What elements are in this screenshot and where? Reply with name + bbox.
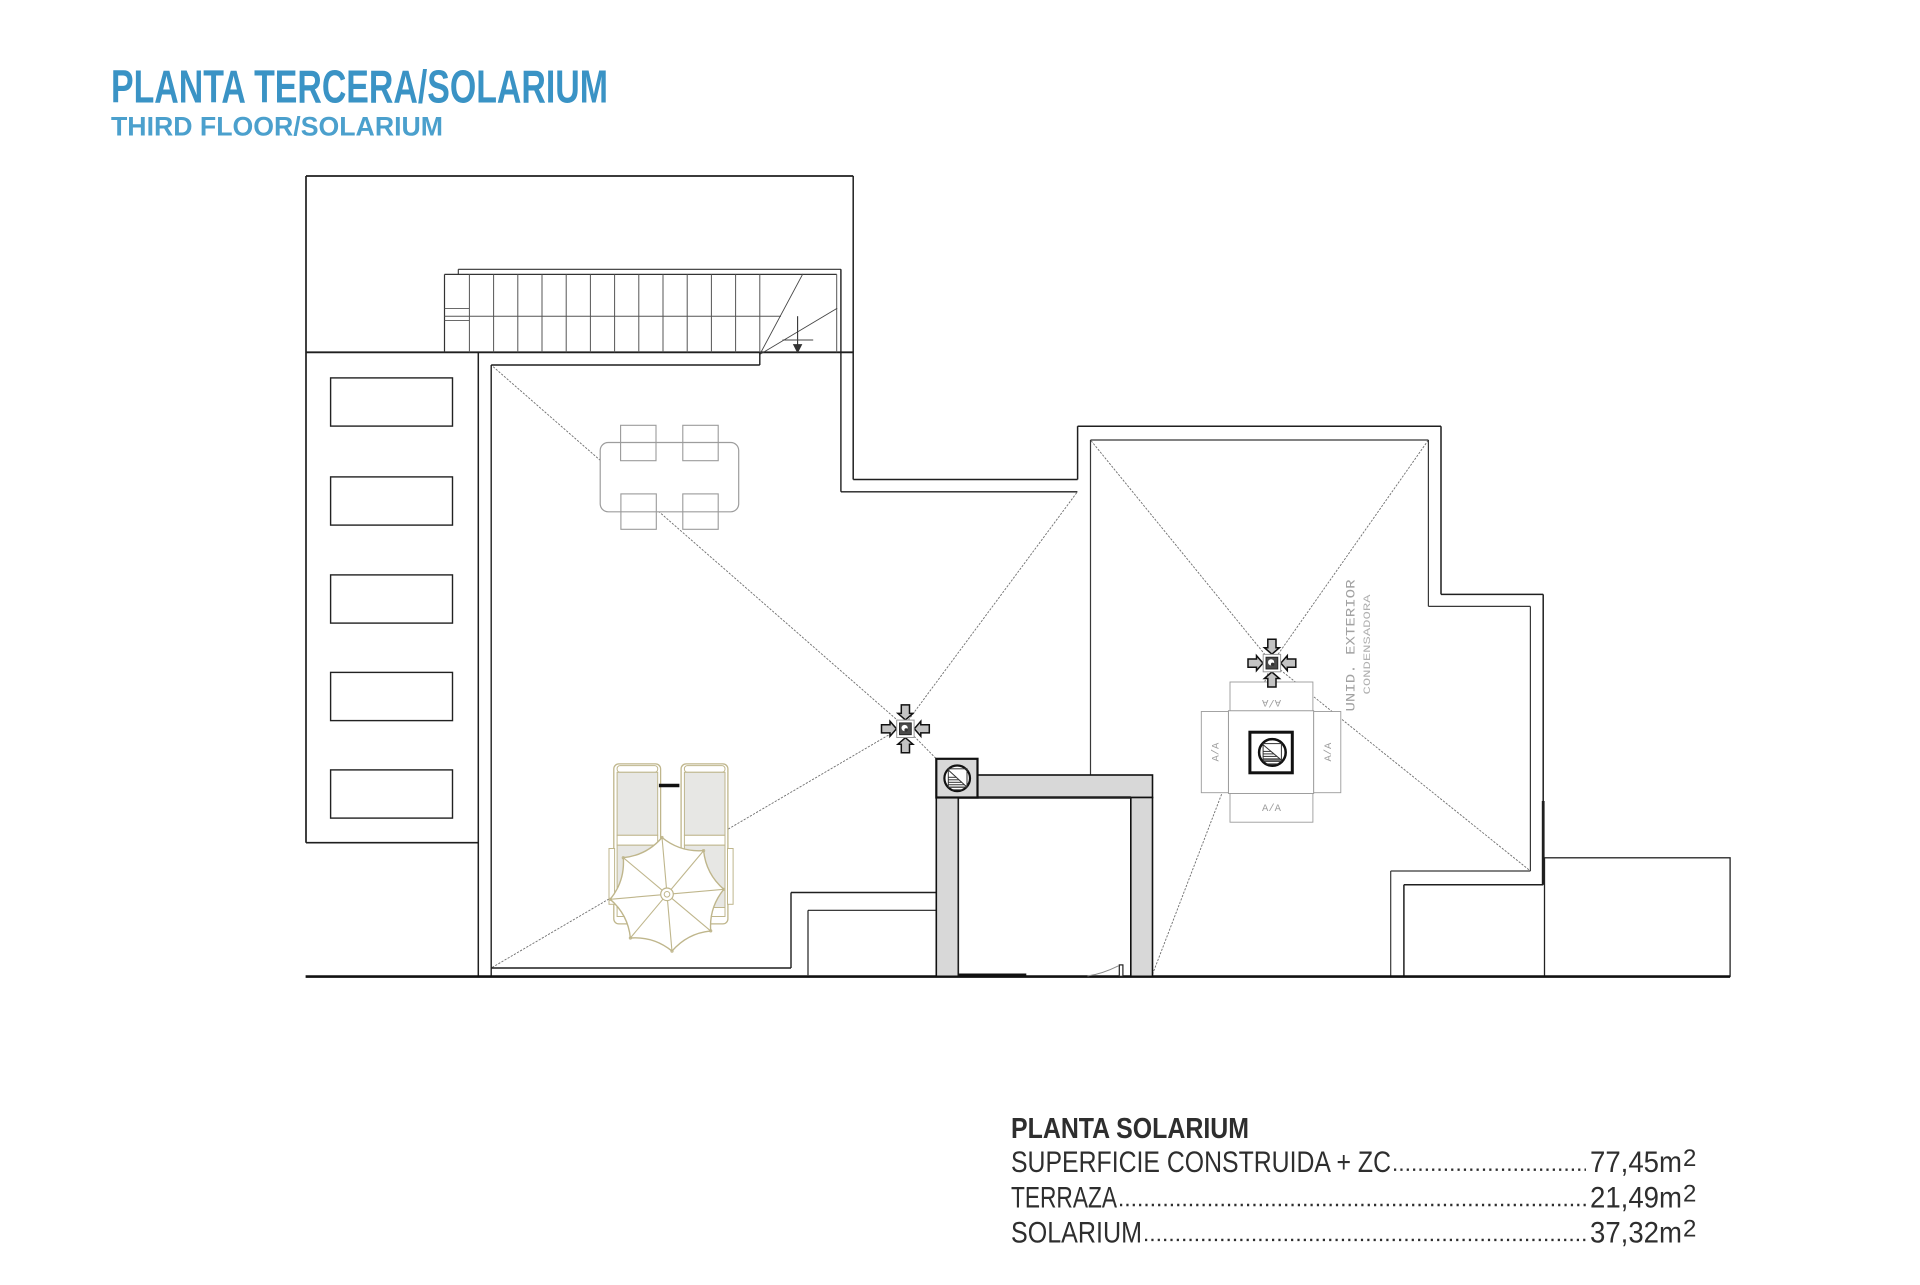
svg-text:SUPERFICIE CONSTRUIDA + ZC: SUPERFICIE CONSTRUIDA + ZC	[1011, 1146, 1391, 1179]
svg-text:THIRD FLOOR/SOLARIUM: THIRD FLOOR/SOLARIUM	[111, 112, 443, 142]
svg-text:CONDENSADORA: CONDENSADORA	[1362, 594, 1374, 695]
svg-text:TERRAZA: TERRAZA	[1011, 1182, 1117, 1215]
svg-text:2: 2	[1683, 1181, 1696, 1208]
svg-text:A/A: A/A	[1262, 803, 1282, 815]
svg-text:PLANTA TERCERA/SOLARIUM: PLANTA TERCERA/SOLARIUM	[111, 61, 608, 113]
svg-text:PLANTA SOLARIUM: PLANTA SOLARIUM	[1011, 1113, 1249, 1145]
svg-text:SOLARIUM: SOLARIUM	[1011, 1216, 1142, 1249]
svg-text:37,32m: 37,32m	[1590, 1216, 1682, 1249]
svg-text:21,49m: 21,49m	[1590, 1182, 1682, 1215]
svg-text:2: 2	[1683, 1215, 1696, 1242]
svg-text:UNID. EXTERIOR: UNID. EXTERIOR	[1344, 579, 1359, 711]
svg-text:2: 2	[1683, 1145, 1696, 1172]
svg-text:A/A: A/A	[1323, 742, 1335, 762]
svg-text:A/A: A/A	[1210, 742, 1222, 762]
svg-text:77,45m: 77,45m	[1590, 1146, 1682, 1179]
svg-text:A/A: A/A	[1261, 696, 1281, 708]
